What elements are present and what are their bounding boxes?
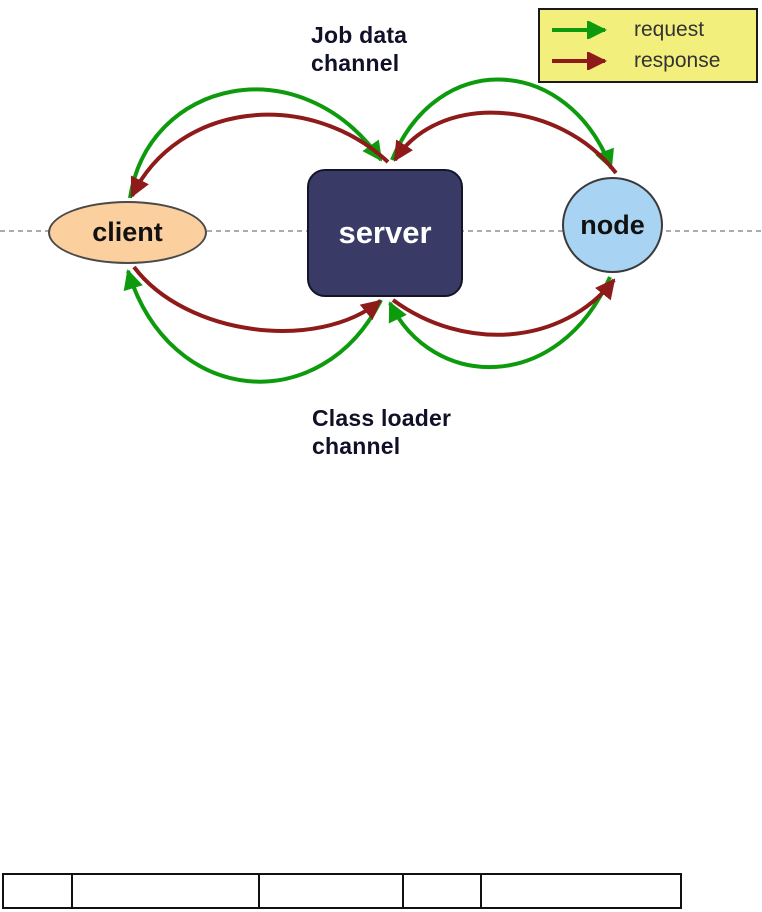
client-node-label: client [92, 217, 163, 247]
job-data-channel-line2: channel [311, 50, 400, 76]
legend-item-label: request [634, 17, 705, 41]
grid-node: node [562, 177, 663, 273]
arrow-job-response-node-to-server [393, 110, 618, 175]
job-data-channel-line1: Job data [311, 22, 408, 48]
response-arrow-icon [552, 52, 607, 71]
server-node-label: server [338, 215, 432, 250]
connection-arrows-layer [0, 77, 762, 384]
bottom-table [2, 873, 682, 909]
legend-item-label: response [634, 49, 721, 73]
legend-item-request: request [550, 18, 756, 42]
table-cell [404, 875, 482, 907]
table-cell [4, 875, 73, 907]
job-data-channel-label: Job data channel [311, 21, 407, 77]
table-cell [260, 875, 404, 907]
request-arrow-icon [552, 20, 607, 39]
server-node: server [307, 169, 463, 297]
legend-box: request response [538, 8, 758, 83]
table-cell [482, 875, 680, 907]
arrow-job-response-server-to-client [130, 112, 390, 198]
class-loader-channel-label: Class loader channel [312, 404, 451, 460]
client-node: client [48, 201, 207, 264]
arrow-job-request-client-to-server [128, 87, 383, 199]
grid-node-label: node [580, 209, 645, 240]
arrow-class-response-client-to-server [132, 265, 382, 333]
legend-item-response: response [550, 49, 756, 73]
arrow-job-request-server-to-node [390, 77, 614, 170]
class-loader-channel-line1: Class loader [312, 405, 452, 431]
arrow-class-response-server-to-node [391, 278, 616, 337]
arrow-class-request-server-to-client [123, 269, 383, 384]
arrow-class-request-node-to-server [388, 276, 612, 370]
class-loader-channel-line2: channel [312, 433, 401, 459]
table-cell [73, 875, 260, 907]
